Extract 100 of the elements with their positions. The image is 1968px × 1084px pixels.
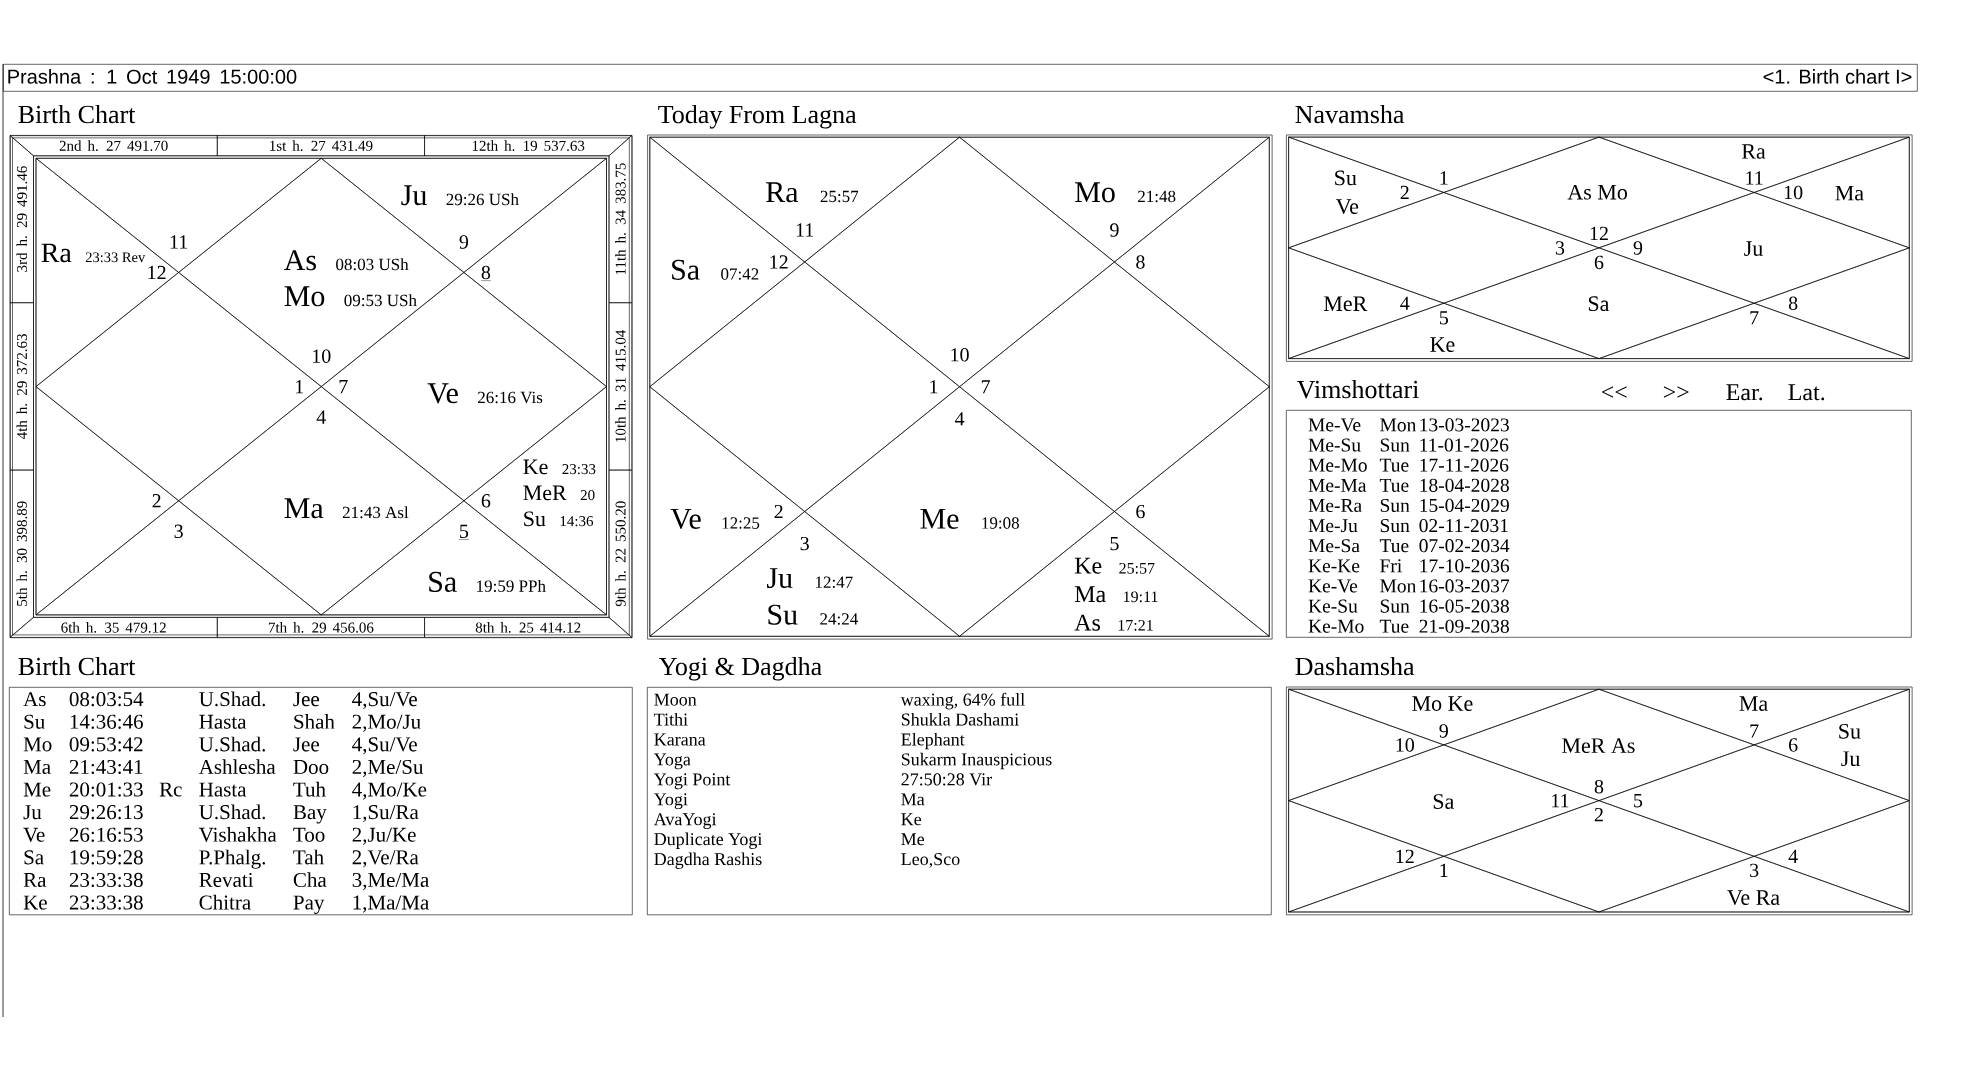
sign-number: 7 bbox=[339, 380, 348, 394]
planet-label: Ra bbox=[1741, 144, 1766, 159]
house-info-cell: 8th h. 25 414.12 bbox=[424, 617, 633, 638]
sign-number: 11 bbox=[796, 223, 814, 237]
nakshatra-syllable: Shah bbox=[294, 714, 335, 729]
yoga-value: Leo,Sco bbox=[901, 853, 960, 868]
yoga-term: Moon bbox=[654, 693, 697, 706]
planet-name: Ra bbox=[766, 182, 799, 203]
yoga-value: waxing, 64% full bbox=[900, 692, 1025, 710]
planet-label: As Mo bbox=[1567, 184, 1627, 200]
planet-label: Ve bbox=[1335, 199, 1359, 215]
panel-heading: Birth Chart bbox=[18, 656, 136, 676]
sign-number: 8 bbox=[1136, 255, 1145, 269]
nakshatra-syllable: Cha bbox=[293, 872, 327, 887]
pada-lords: 1,Su/Ra bbox=[353, 805, 419, 823]
sign-number: 7 bbox=[981, 380, 990, 394]
start-date: 17-11-2026 bbox=[1420, 458, 1509, 472]
planet-degree: 08:03 USh bbox=[336, 258, 409, 271]
planet-name: Ve bbox=[23, 827, 45, 842]
planet-name: Sa bbox=[672, 259, 700, 280]
planet-label: Ju bbox=[1744, 241, 1763, 256]
next-link: >> bbox=[1663, 386, 1689, 398]
longitude: 19:59:28 bbox=[70, 850, 143, 865]
planet-degree: 24:24 bbox=[820, 613, 858, 625]
sign-number: 9 bbox=[1439, 724, 1448, 738]
nakshatra-syllable: Too bbox=[293, 827, 325, 842]
panel-heading: Birth Chart bbox=[18, 104, 136, 124]
pada-lords: 2,Mo/Ju bbox=[352, 714, 421, 732]
yoga-value: 27:50:28 Vir bbox=[901, 773, 992, 786]
sign-number: 11 bbox=[1552, 794, 1569, 808]
nakshatra-syllable: Bay bbox=[293, 805, 327, 824]
chart-title: Prashna : 1 Oct 1949 15:00:00 bbox=[8, 69, 297, 84]
planet-degree: 19:08 bbox=[982, 517, 1019, 529]
planet-degree: 29:26 USh bbox=[446, 193, 519, 206]
sign-number: 2 bbox=[774, 504, 783, 519]
nakshatra-syllable: Tah bbox=[293, 849, 324, 865]
nakshatra-name: Ashlesha bbox=[198, 759, 276, 774]
house-info-cell: 3rd h. 29 491.46 bbox=[9, 135, 34, 304]
planet-name: Me bbox=[920, 508, 959, 529]
nakshatra-syllable: Tuh bbox=[293, 781, 326, 797]
weekday: Sun bbox=[1380, 438, 1410, 452]
chart-selector: <1. Birth chart I> bbox=[1763, 69, 1912, 84]
sign-number: 7 bbox=[1750, 311, 1759, 325]
pada-lords: 2,Ve/Ra bbox=[352, 850, 419, 868]
sign-number: 5 bbox=[1110, 537, 1119, 551]
sign-number: 8 bbox=[480, 265, 492, 281]
start-date: 16-03-2037 bbox=[1420, 579, 1510, 593]
sign-number: 8 bbox=[1788, 296, 1798, 310]
weekday: Sun bbox=[1380, 498, 1410, 512]
yoga-term: Yogi bbox=[653, 793, 688, 810]
planet-name: As bbox=[1074, 614, 1100, 631]
house-info-cell: 2nd h. 27 491.70 bbox=[9, 135, 218, 157]
planet-name: MeR bbox=[523, 485, 567, 501]
planet-label: Su bbox=[1839, 723, 1861, 739]
yoga-term: Duplicate Yogi bbox=[654, 832, 763, 849]
house-info-cell: 4th h. 29 372.63 bbox=[9, 302, 34, 471]
previous-link: << bbox=[1601, 386, 1627, 398]
sign-number: 3 bbox=[800, 536, 809, 551]
dasha-period: Ke-Mo bbox=[1308, 619, 1364, 633]
nakshatra-syllable: Pay bbox=[293, 895, 325, 914]
planet-name: Me bbox=[23, 782, 51, 797]
planet-label: Ju bbox=[1841, 751, 1860, 767]
planet-degree: 19:59 PPh bbox=[477, 579, 546, 592]
sign-number: 10 bbox=[1784, 185, 1803, 200]
planet-degree: 17:21 bbox=[1118, 619, 1153, 631]
yoga-value: Elephant bbox=[901, 732, 965, 750]
house-info-cell: 5th h. 30 398.89 bbox=[9, 469, 34, 638]
house-info-cell: 11th h. 34 383.75 bbox=[608, 135, 633, 304]
planet-degree: 26:16 Vis bbox=[478, 391, 543, 404]
longitude: 29:26:13 bbox=[69, 805, 143, 820]
house-info-cell: 9th h. 22 550.20 bbox=[608, 469, 633, 638]
yoga-value: Sukarm Inauspicious bbox=[901, 752, 1052, 770]
planet-name: Ke bbox=[1074, 557, 1102, 574]
planet-degree: 23:33 bbox=[562, 464, 596, 475]
planet-name: Sa bbox=[429, 571, 457, 592]
longitude: 08:03:54 bbox=[69, 692, 144, 707]
sign-number: 4 bbox=[1788, 849, 1798, 863]
sign-number: 12 bbox=[1590, 226, 1608, 240]
sign-number: 4 bbox=[954, 412, 965, 426]
planet-label: Ma bbox=[1739, 696, 1768, 711]
start-date: 18-04-2028 bbox=[1420, 478, 1509, 492]
sign-number: 6 bbox=[481, 494, 491, 508]
nakshatra-name: Revati bbox=[199, 872, 254, 887]
nakshatra-name: P.Phalg. bbox=[199, 849, 265, 869]
yoga-term: AvaYogi bbox=[653, 813, 717, 830]
sign-number: 12 bbox=[148, 265, 166, 280]
sign-number: 3 bbox=[1750, 863, 1759, 878]
nakshatra-name: Chitra bbox=[199, 894, 251, 910]
planet-degree: 12:47 bbox=[816, 576, 853, 589]
planet-degree: 19:11 bbox=[1124, 591, 1158, 603]
house-info-cell: 12th h. 19 537.63 bbox=[424, 135, 633, 157]
later-link: Lat. bbox=[1788, 384, 1825, 401]
yoga-term: Dagdha Rashis bbox=[654, 852, 762, 869]
nakshatra-name: Vishakha bbox=[198, 827, 277, 842]
planet-degree: 12:25 bbox=[722, 517, 760, 529]
planet-label: Ma bbox=[1835, 185, 1864, 201]
sign-number: 4 bbox=[316, 410, 326, 424]
planet-name: Mo bbox=[284, 286, 325, 307]
sign-number: 6 bbox=[1594, 255, 1604, 270]
pada-lords: 4,Su/Ve bbox=[352, 737, 417, 755]
